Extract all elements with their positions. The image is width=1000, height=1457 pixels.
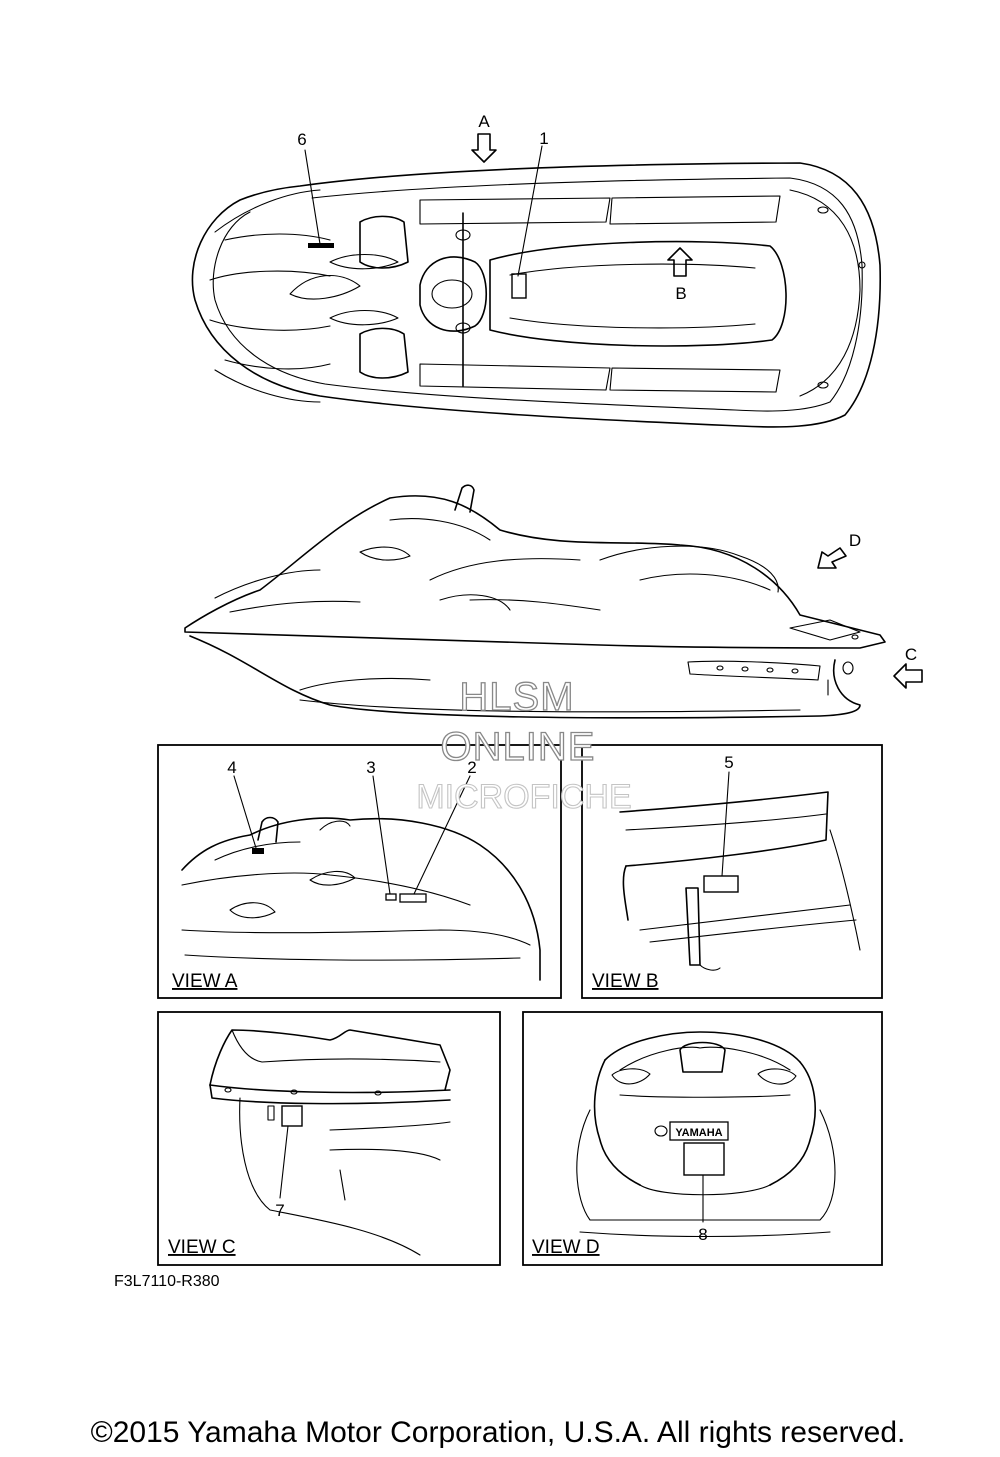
view-d-arrow	[817, 547, 847, 569]
callout-4: 4	[227, 758, 236, 777]
view-d-drawing: YAMAHA	[576, 1031, 836, 1238]
label-5-marker	[703, 875, 739, 893]
watermark-line-3: MICROFICHE	[416, 778, 631, 816]
watermark-line-2: ONLINE	[441, 725, 596, 769]
side-view-hull	[184, 484, 886, 719]
label-4-marker	[252, 848, 264, 854]
view-c-arrow	[893, 663, 923, 689]
view-c-box	[157, 1011, 501, 1266]
callout-1: 1	[539, 129, 548, 148]
view-arrow-label-b: B	[675, 284, 686, 303]
view-b-label: VIEW B	[592, 971, 659, 992]
label-8-marker	[683, 1142, 725, 1176]
view-a-box	[157, 744, 562, 999]
part-code: F3L7110-R380	[114, 1273, 220, 1290]
callout-5: 5	[724, 753, 733, 772]
brand-badge: YAMAHA	[675, 1127, 722, 1139]
view-d-box	[522, 1011, 883, 1266]
label-3-marker	[385, 893, 397, 901]
view-c-drawing	[209, 1029, 451, 1256]
view-arrow-label-c: C	[905, 645, 917, 664]
view-b-drawing	[619, 791, 861, 971]
view-b-arrow	[667, 247, 693, 277]
view-a-drawing	[181, 816, 541, 981]
brand-badge-outline	[669, 1121, 729, 1141]
view-a-arrow	[471, 133, 497, 163]
view-arrow-label-d: D	[849, 531, 861, 550]
callout-7: 7	[275, 1201, 284, 1220]
callout-8: 8	[698, 1225, 707, 1244]
callout-6: 6	[297, 130, 306, 149]
top-view-hull	[191, 162, 882, 428]
callout-3: 3	[366, 758, 375, 777]
view-d-label: VIEW D	[532, 1237, 600, 1258]
view-c-label: VIEW C	[168, 1237, 236, 1258]
watermark-line-1: HLSM	[459, 675, 574, 719]
label-7-marker	[281, 1105, 303, 1127]
view-arrow-label-a: A	[478, 112, 490, 131]
view-a-label: VIEW A	[172, 971, 238, 992]
callout-2: 2	[467, 758, 476, 777]
view-b-box	[581, 744, 883, 999]
copyright-notice: ©2015 Yamaha Motor Corporation, U.S.A. A…	[91, 1416, 906, 1449]
label-2-marker	[399, 893, 427, 903]
label-6-marker	[308, 243, 334, 248]
label-1-marker	[511, 273, 527, 299]
